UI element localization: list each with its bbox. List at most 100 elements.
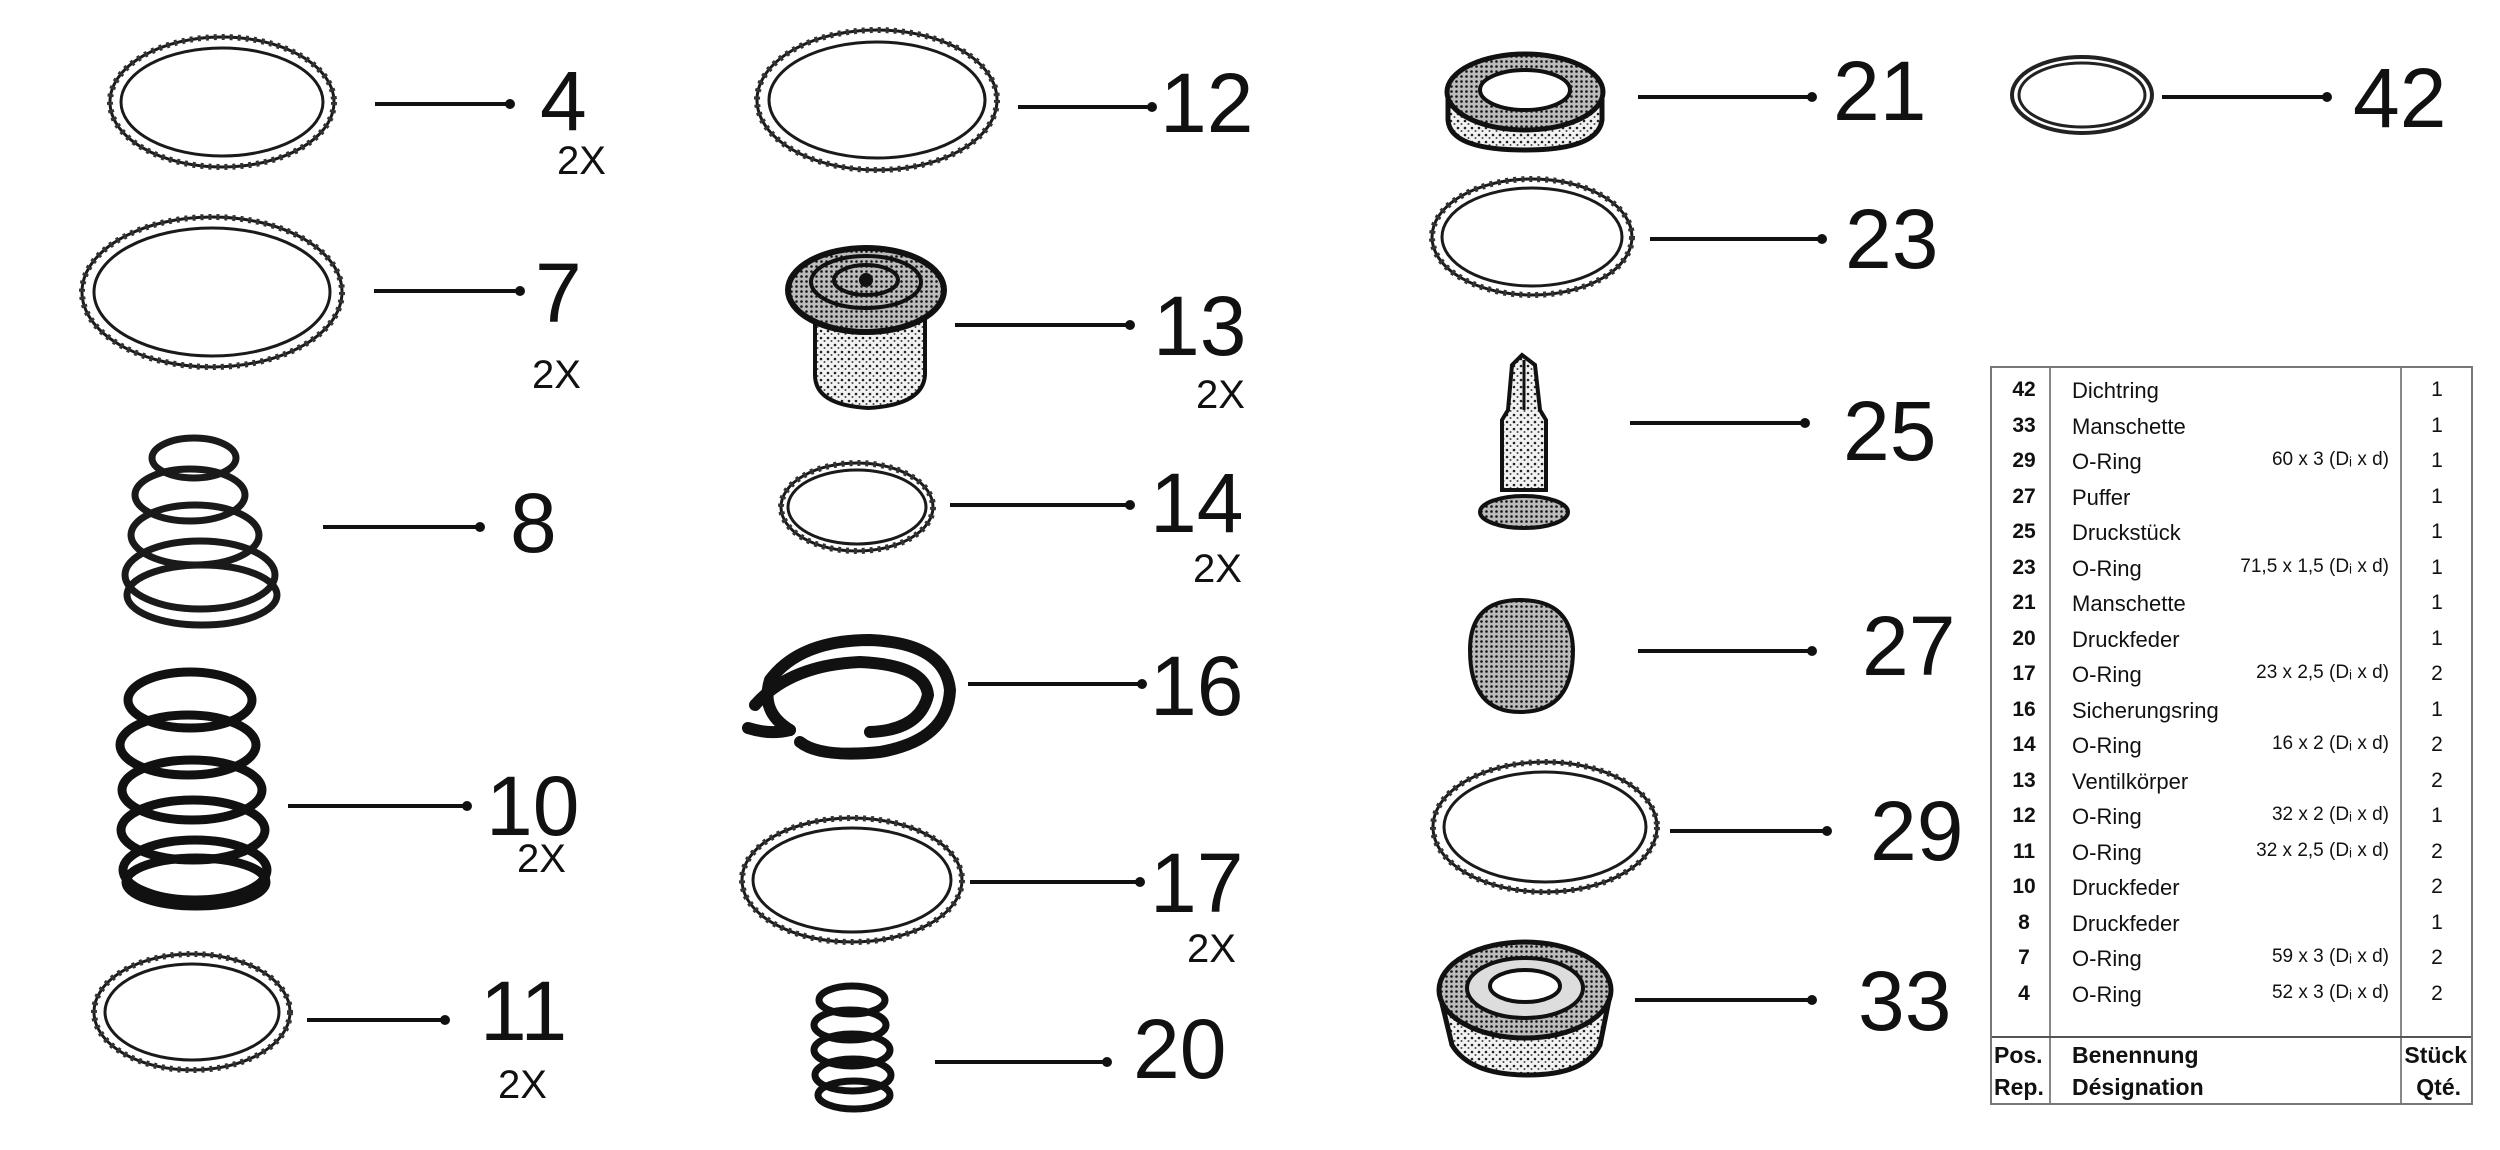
callout-12-label: 12 — [1160, 56, 1253, 150]
part-quantity: 1 — [2431, 413, 2443, 437]
callout-14-qty: 2X — [1193, 547, 1242, 591]
part-name: O-Ring — [2072, 449, 2142, 474]
callout-7-label: 7 — [535, 246, 582, 340]
part-pos: 20 — [2012, 626, 2036, 650]
part-name: O-Ring — [2072, 662, 2142, 687]
part-quantity: 2 — [2431, 839, 2443, 863]
part-pos: 8 — [2018, 910, 2030, 934]
callout-21-label: 21 — [1833, 44, 1926, 138]
part-8-spring — [121, 434, 281, 629]
part-29-oring — [1430, 759, 1660, 895]
part-name: Manschette — [2072, 413, 2186, 439]
callout-17-label: 17 — [1150, 836, 1243, 930]
part-7-oring — [79, 214, 345, 370]
callout-10-label: 10 — [486, 759, 579, 853]
part-21-seal-cup — [1444, 51, 1606, 153]
callout-13-qty: 2X — [1196, 373, 1245, 417]
callout-11-label: 11 — [480, 964, 567, 1058]
part-name: Ventilkörper — [2072, 768, 2189, 794]
part-dimensions: 23 x 2,5 (Dᵢ x d) — [2256, 662, 2389, 683]
part-10-spring — [115, 667, 272, 911]
part-quantity: 2 — [2431, 662, 2443, 685]
header-qty-fr: Qté. — [2416, 1074, 2461, 1100]
part-quantity: 2 — [2431, 875, 2443, 898]
part-pos: 10 — [2012, 875, 2036, 898]
callout-27-label: 27 — [1862, 599, 1955, 693]
parts-row-23: 23 O-Ring 71,5 x 1,5 (Dᵢ x d) 1 — [1992, 552, 2471, 588]
part-12-oring — [754, 27, 1000, 173]
parts-row-27: 27 Puffer 1 — [1992, 481, 2471, 517]
callout-33-label: 33 — [1858, 954, 1951, 1048]
parts-row-16: 16 Sicherungsring 1 — [1992, 694, 2471, 730]
part-pos: 17 — [2012, 662, 2036, 685]
part-11-oring — [91, 951, 293, 1073]
parts-row-4: 4 O-Ring 52 x 3 (Dᵢ x d) 2 — [1992, 978, 2471, 1014]
part-name: O-Ring — [2072, 839, 2142, 865]
part-20-spring — [810, 982, 895, 1113]
part-13-valve-body — [785, 245, 947, 411]
callout-42-label: 42 — [2353, 51, 2446, 145]
part-pos: 42 — [2012, 378, 2036, 401]
part-pos: 23 — [2012, 555, 2036, 579]
part-name: Druckfeder — [2072, 910, 2180, 936]
callout-25-label: 25 — [1843, 384, 1936, 478]
callout-16-label: 16 — [1150, 639, 1243, 733]
part-dimensions: 52 x 3 (Dᵢ x d) — [2271, 981, 2389, 1003]
part-name: Sicherungsring — [2072, 697, 2219, 723]
parts-row-20: 20 Druckfeder 1 — [1992, 623, 2471, 659]
part-17-oring — [739, 815, 965, 945]
part-quantity: 1 — [2431, 484, 2443, 508]
part-pos: 25 — [2012, 520, 2036, 543]
part-quantity: 1 — [2431, 697, 2443, 721]
parts-row-33: 33 Manschette 1 — [1992, 410, 2471, 446]
part-23-oring — [1429, 176, 1635, 298]
part-25-pressure-piece — [1478, 352, 1570, 530]
part-quantity: 1 — [2431, 555, 2443, 579]
header-pos-fr: Rep. — [1994, 1074, 2044, 1100]
part-name: O-Ring — [2072, 733, 2142, 758]
part-quantity: 1 — [2431, 520, 2443, 543]
part-name: O-Ring — [2072, 555, 2142, 581]
part-4-oring — [107, 34, 337, 170]
part-pos: 27 — [2012, 484, 2036, 508]
part-quantity: 1 — [2431, 626, 2443, 650]
part-name: Druckfeder — [2072, 626, 2180, 652]
part-pos: 4 — [2018, 981, 2030, 1005]
parts-row-25: 25 Druckstück 1 — [1992, 516, 2471, 552]
part-pos: 13 — [2012, 768, 2036, 792]
callout-13-label: 13 — [1153, 279, 1246, 373]
part-quantity: 2 — [2431, 768, 2443, 792]
part-27-buffer — [1467, 597, 1576, 715]
callout-29-label: 29 — [1870, 784, 1963, 878]
part-name: Druckfeder — [2072, 875, 2180, 900]
part-quantity: 1 — [2431, 378, 2443, 401]
callout-4-qty: 2X — [557, 139, 606, 183]
part-name: O-Ring — [2072, 946, 2142, 971]
part-42-sealing-ring — [2010, 55, 2154, 135]
part-name: Druckstück — [2072, 520, 2181, 545]
part-pos: 7 — [2018, 946, 2030, 969]
part-quantity: 2 — [2431, 946, 2443, 969]
part-pos: 16 — [2012, 697, 2036, 721]
header-pos-de: Pos. — [1994, 1042, 2043, 1068]
part-quantity: 2 — [2431, 981, 2443, 1005]
part-quantity: 2 — [2431, 733, 2443, 756]
callout-8-label: 8 — [510, 476, 557, 570]
part-pos: 33 — [2012, 413, 2036, 437]
part-quantity: 1 — [2431, 591, 2443, 614]
part-name: Puffer — [2072, 484, 2131, 510]
part-dimensions: 71,5 x 1,5 (Dᵢ x d) — [2240, 555, 2389, 577]
part-14-oring — [778, 460, 936, 554]
part-dimensions: 60 x 3 (Dᵢ x d) — [2271, 449, 2389, 470]
part-name: O-Ring — [2072, 981, 2142, 1007]
part-pos: 12 — [2012, 804, 2036, 827]
